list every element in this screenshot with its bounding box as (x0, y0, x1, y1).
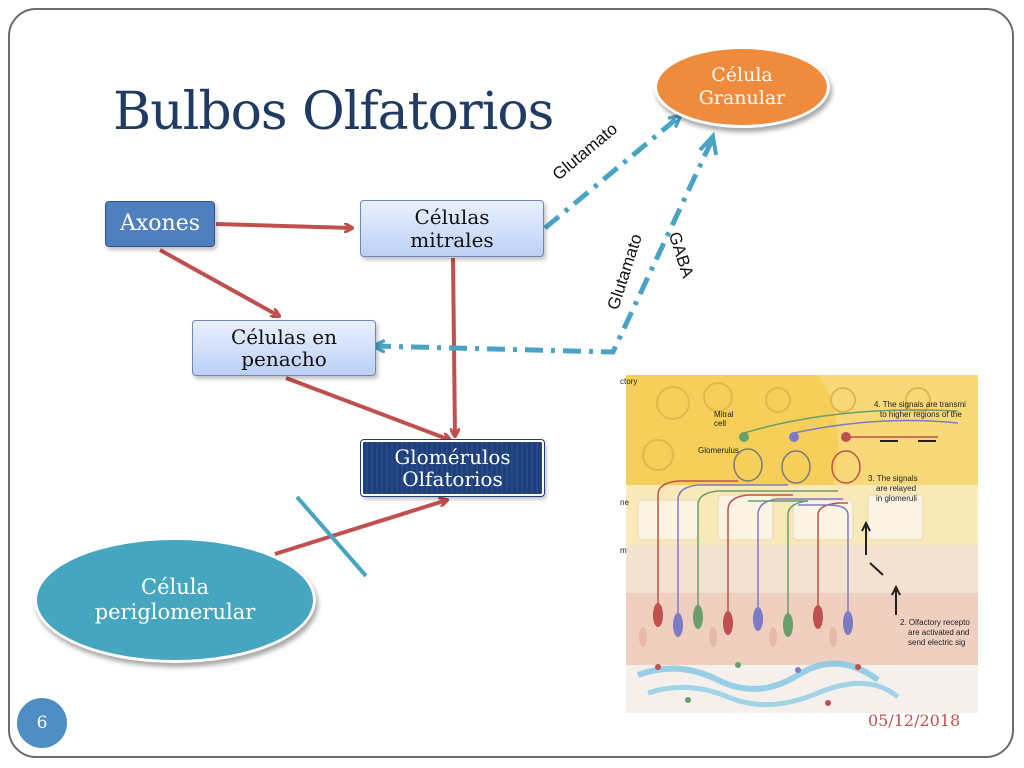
node-penacho-line1: Células en (230, 324, 338, 349)
node-celulas-mitrales: Células mitrales (360, 200, 544, 257)
illus-label-glomerulus: Glomerulus (698, 446, 739, 455)
node-granular-line1: Célula (711, 64, 773, 87)
edge-mitrales-granular (543, 116, 680, 230)
olfactory-illustration-drawing: ctory Mitral cell Glomerulus ne m 4. The… (618, 375, 978, 713)
edge-axones-penacho (159, 248, 279, 316)
node-periglomerular-line2: periglomerular (94, 600, 256, 624)
inhibition-bar (295, 495, 368, 578)
edge-axones-mitrales (215, 222, 352, 228)
olfactory-illustration: ctory Mitral cell Glomerulus ne m 4. The… (618, 375, 978, 713)
node-glomerulos-line2: Olfatorios (402, 467, 503, 491)
edge-periglomerular-glomerulos (274, 500, 447, 556)
illus-label-top-left: ctory (620, 377, 637, 386)
slide-number-badge: 6 (17, 698, 67, 748)
node-axones: Axones (105, 201, 215, 247)
illus-step3-line1: 3. The signals (868, 474, 918, 483)
node-mitrales-line2: mitrales (410, 227, 494, 252)
slide-number: 6 (36, 713, 48, 733)
illus-label-mitral-2: cell (714, 419, 726, 428)
node-penacho-line2: penacho (241, 347, 327, 371)
illus-label-m: m (620, 546, 627, 555)
node-celula-periglomerular: Célula periglomerular (34, 537, 316, 663)
illus-label-mitral-1: Mitral (714, 410, 734, 419)
edge-penacho-glomerulos (285, 376, 450, 440)
node-glomerulos-olfatorios: Glomérulos Olfatorios (360, 439, 545, 497)
node-celula-granular: Célula Granular (654, 46, 830, 128)
illus-step2-line3: send electric sig (908, 638, 965, 647)
node-celulas-penacho: Células en penacho (192, 320, 376, 376)
node-axones-label: Axones (119, 210, 201, 236)
slide-date: 05/12/2018 (868, 711, 961, 730)
illus-step2-line1: 2. Olfactory recepto (900, 618, 970, 627)
illus-step2-line2: are activated and (908, 628, 969, 637)
node-granular-line2: Granular (698, 87, 786, 109)
illus-step3-line2: are relayed (876, 484, 916, 493)
illus-step3-line3: in glomeruli (876, 494, 917, 503)
illus-step4-line1: 4. The signals are transmi (874, 400, 966, 409)
slide-title: Bulbos Olfatorios (113, 82, 554, 142)
node-mitrales-line1: Células (414, 205, 490, 230)
illus-label-e: ne (620, 498, 629, 507)
edge-granular-penacho (374, 138, 715, 355)
edge-granular-return-head (698, 131, 718, 156)
illus-step4-line2: to higher regions of the (880, 410, 962, 419)
node-periglomerular-line1: Célula (141, 574, 209, 599)
node-glomerulos-line1: Glomérulos (394, 444, 511, 469)
